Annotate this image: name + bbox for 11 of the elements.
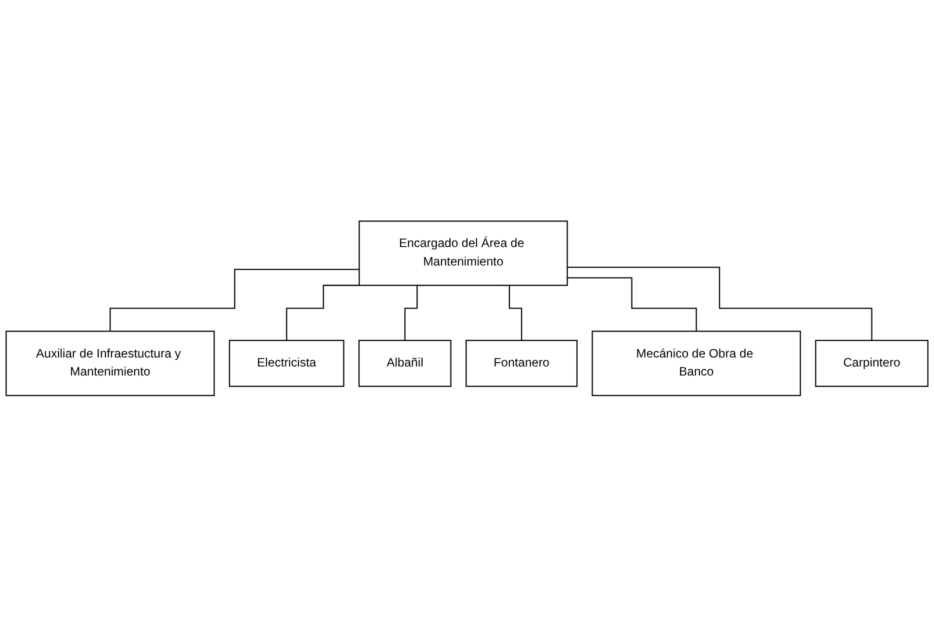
node-box: Mecánico de Obra de Banco: [592, 330, 801, 396]
node-box: Auxiliar de Infraestuctura y Mantenimiento: [6, 330, 215, 396]
node-box: Carpintero: [815, 340, 928, 388]
connector: [567, 266, 872, 342]
connector: [110, 269, 360, 332]
node-box: Electricista: [228, 340, 344, 388]
connector: [567, 277, 697, 332]
node-box: Fontanero: [466, 340, 578, 388]
node-box: Albañil: [358, 340, 452, 388]
connector: [286, 284, 360, 342]
node-box: Encargado del Área de Mantenimiento: [358, 220, 568, 286]
